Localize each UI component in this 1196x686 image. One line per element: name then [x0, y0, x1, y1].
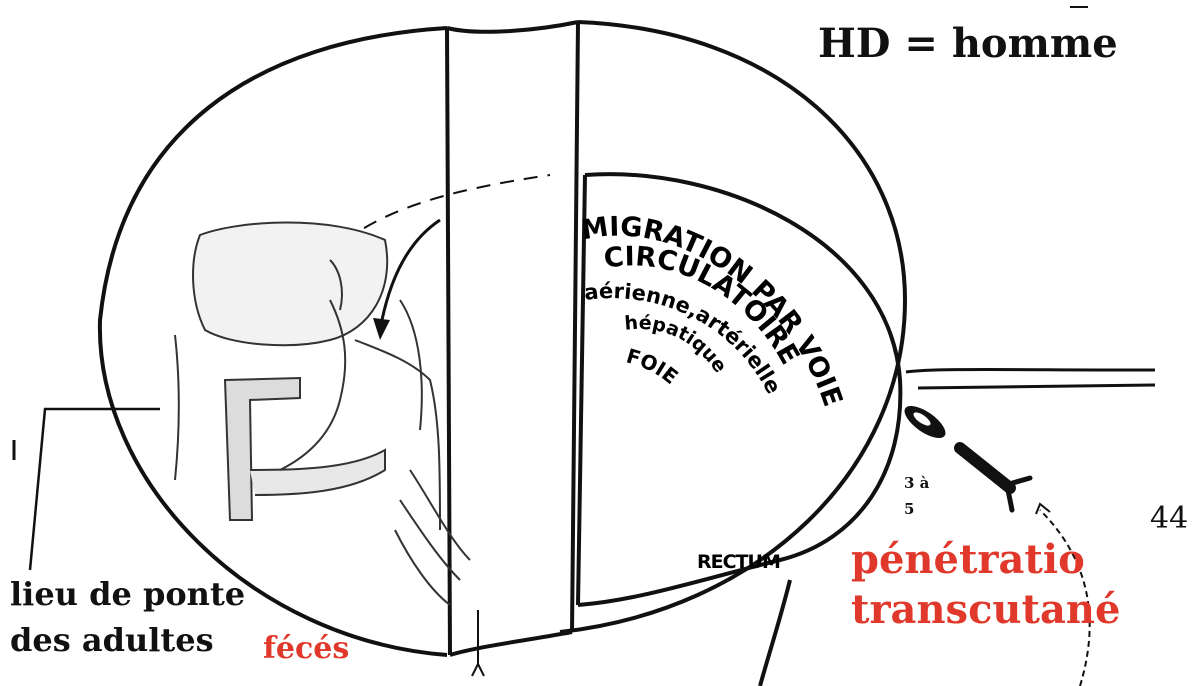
lieu-de-ponte-label-line1: lieu de ponte [10, 578, 245, 610]
dose-label-line1: 3 à [904, 476, 929, 491]
lieu-de-ponte-label-line2: des adultes [10, 624, 214, 656]
penetration-label-line2: transcutané [851, 590, 1120, 630]
feces-label: fécés [263, 634, 349, 664]
penetration-label-line1: pénétratio [851, 540, 1085, 580]
rectum-label: RECTUM [697, 553, 780, 572]
arc-label-foie: FOIE [624, 344, 683, 389]
dose-label-line2: 5 [904, 502, 914, 517]
diagram-title: HD = homme [818, 24, 1118, 64]
page-number: 44 [1150, 504, 1188, 534]
